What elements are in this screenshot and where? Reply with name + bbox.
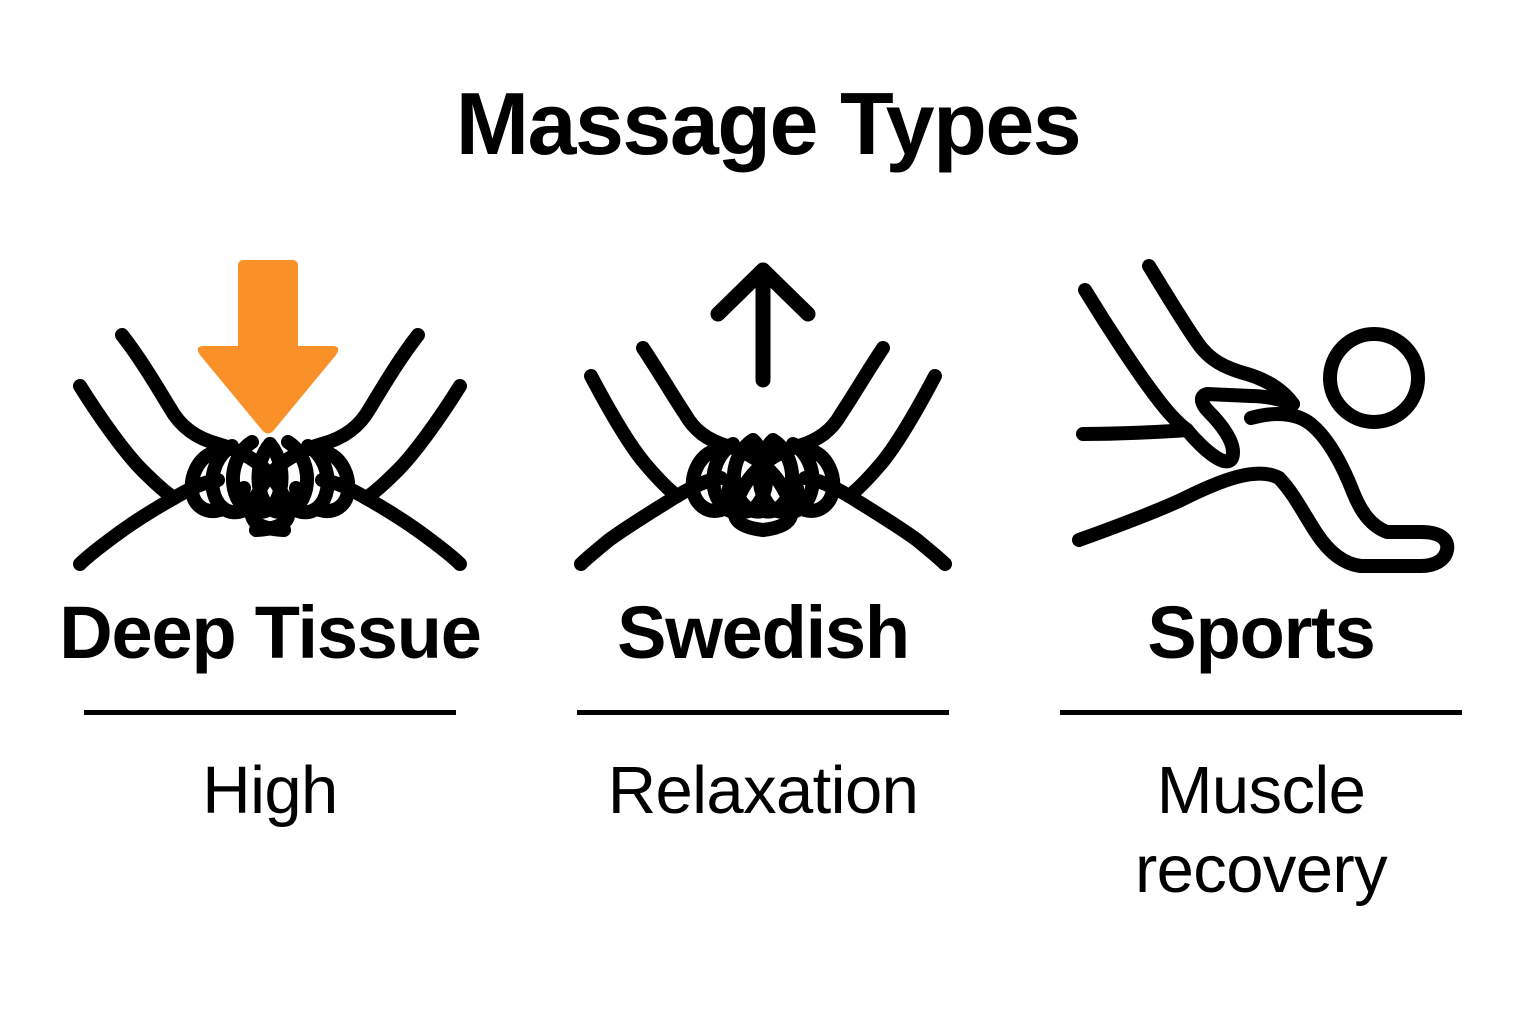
two-hands-stroking-up-with-black-arrow-icon <box>574 262 952 571</box>
massage-type-card-deep-tissue: Deep Tissue High <box>40 248 500 830</box>
therapist-hand-icon <box>1076 259 1300 469</box>
divider-rule <box>84 710 456 715</box>
icon-swedish-wrap <box>573 248 953 578</box>
two-hands-pressing-down-with-orange-arrow-icon <box>73 260 467 571</box>
divider-rule <box>577 710 949 715</box>
massage-type-label: Sports <box>1147 591 1375 674</box>
massage-type-detail: High <box>202 753 338 828</box>
massage-type-card-sports: Sports Muscle recovery <box>1026 248 1496 909</box>
massage-type-label: Swedish <box>617 591 910 674</box>
massage-type-label: Deep Tissue <box>59 591 482 674</box>
massage-type-detail: Muscle recovery <box>1134 753 1388 908</box>
massage-type-card-swedish: Swedish Relaxation <box>543 248 983 830</box>
hand-massaging-reclining-person-icon <box>1072 259 1455 573</box>
massage-type-columns: Deep Tissue High <box>0 248 1536 988</box>
icon-sports-wrap <box>1061 248 1461 578</box>
massage-type-detail: Relaxation <box>607 753 919 828</box>
right-hand-icon <box>721 341 952 571</box>
right-hand-icon <box>236 328 467 571</box>
person-head-icon <box>1323 327 1425 429</box>
icon-deep-tissue-wrap <box>70 248 470 578</box>
arrow-down-icon <box>197 260 339 434</box>
divider-rule <box>1060 710 1462 715</box>
arrow-up-icon <box>710 262 816 388</box>
reclining-person-icon <box>1072 327 1455 573</box>
page-title: Massage Types <box>455 74 1082 173</box>
